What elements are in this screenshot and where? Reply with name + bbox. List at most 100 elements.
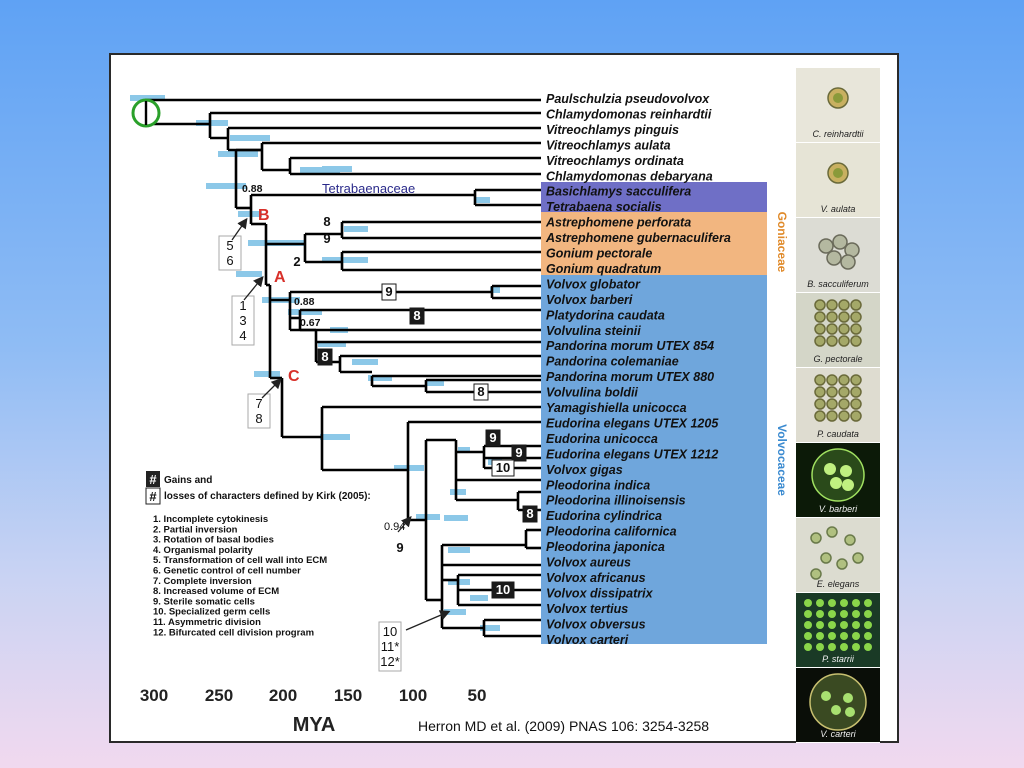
cell (838, 311, 850, 323)
arrow (261, 378, 282, 399)
taxon-label: Eudorina elegans UTEX 1212 (546, 447, 718, 461)
taxon-label: Gonium pectorale (546, 247, 652, 261)
cell (814, 410, 826, 422)
confidence-bar (368, 375, 392, 381)
taxon-label: Volvox aureus (546, 556, 631, 570)
confidence-bar (344, 226, 368, 232)
cell (843, 693, 853, 703)
char-label: 8 (323, 214, 330, 229)
cell (824, 463, 836, 475)
cell (814, 311, 826, 323)
organism-photo: E. elegans (796, 518, 880, 593)
confidence-bar (490, 287, 500, 293)
cell (840, 632, 848, 640)
confidence-bar (458, 447, 470, 453)
confidence-bar (230, 135, 270, 141)
axis-tick-label: 100 (399, 686, 427, 705)
axis-title: MYA (293, 714, 336, 736)
taxon-label: Yamagishiella unicocca (546, 401, 687, 415)
legend-hash: # (149, 472, 157, 487)
cell (820, 552, 832, 564)
cell (838, 410, 850, 422)
legend-item: 11. Asymmetric division (153, 617, 261, 628)
node-letter-a: A (274, 269, 286, 286)
confidence-bar (218, 151, 258, 157)
taxon-label: Pandorina morum UTEX 854 (546, 339, 714, 353)
photo-caption: V. barberi (818, 504, 858, 514)
confidence-bar (474, 197, 490, 203)
character-number: 11* (381, 639, 400, 654)
cell (850, 410, 862, 422)
character-number: 8 (526, 506, 533, 521)
character-stack-b: 56 (218, 235, 242, 271)
character-number: 2 (293, 254, 300, 269)
cell (850, 374, 862, 386)
cell (850, 311, 862, 323)
axis-tick-label: 200 (269, 686, 297, 705)
cell (826, 335, 838, 347)
taxon-label: Pandorina colemaniae (546, 355, 679, 369)
cell (864, 599, 872, 607)
node-letter-c: C (288, 368, 300, 385)
character-number: 10 (496, 582, 510, 597)
char-label: 8 (473, 383, 489, 401)
cell (830, 477, 842, 489)
photo-caption: V. aulata (820, 204, 856, 214)
cell (833, 93, 843, 103)
photo-caption: E. elegans (816, 579, 860, 589)
cell (833, 168, 843, 178)
organism-illustration (804, 599, 872, 651)
char-label: 9 (323, 231, 330, 246)
cell (840, 610, 848, 618)
char-label: 8 (409, 307, 425, 325)
taxon-label: Gonium quadratum (546, 262, 661, 276)
confidence-bar (300, 167, 340, 173)
taxon-label: Volvulina boldii (546, 386, 638, 400)
confidence-bar (320, 434, 350, 440)
taxon-label: Volvox barberi (546, 293, 633, 307)
character-number: 9 (515, 445, 522, 460)
taxon-label: Pleodorina japonica (546, 540, 665, 554)
character-stack-c: 78 (247, 393, 271, 429)
cell (852, 621, 860, 629)
taxon-label: Eudorina cylindrica (546, 509, 662, 523)
legend: #Gains and#losses of characters defined … (145, 471, 371, 638)
cell (826, 299, 838, 311)
taxon-label: Volvox tertius (546, 602, 628, 616)
photo-caption: P. starrii (822, 654, 854, 664)
character-number: 8 (477, 384, 484, 399)
character-number: 9 (385, 284, 392, 299)
cell (816, 621, 824, 629)
char-label: 9 (511, 444, 527, 462)
cell (826, 374, 838, 386)
character-number: 9 (489, 430, 496, 445)
character-number: 8 (255, 411, 262, 426)
taxon-label: Pleodorina indica (546, 478, 650, 492)
legend-hash-box (145, 487, 161, 505)
character-number: 7 (255, 396, 262, 411)
confidence-bar (254, 371, 280, 377)
support-value: 0.67 (300, 317, 321, 329)
taxon-label: Basichlamys sacculifera (546, 185, 691, 199)
legend-gains: Gains and (164, 475, 212, 486)
support-value: 0.88 (242, 183, 263, 195)
cell (842, 479, 854, 491)
legend-item: 3. Rotation of basal bodies (153, 535, 274, 546)
photo-caption: B. sacculiferum (807, 279, 869, 289)
cell (840, 621, 848, 629)
cell (850, 386, 862, 398)
organism-photo: P. starrii (796, 593, 880, 668)
confidence-bar (288, 309, 322, 315)
taxon-label: Chlamydomonas reinhardtii (546, 107, 712, 121)
cell (838, 386, 850, 398)
char-label: 9 (381, 283, 397, 301)
legend-item: 2. Partial inversion (153, 524, 238, 535)
taxon-label: Eudorina elegans UTEX 1205 (546, 416, 719, 430)
confidence-bar (450, 489, 466, 495)
organism-photo: V. carteri (796, 668, 880, 743)
confidence-bar (318, 341, 346, 347)
cell (840, 643, 848, 651)
cell (826, 323, 838, 335)
